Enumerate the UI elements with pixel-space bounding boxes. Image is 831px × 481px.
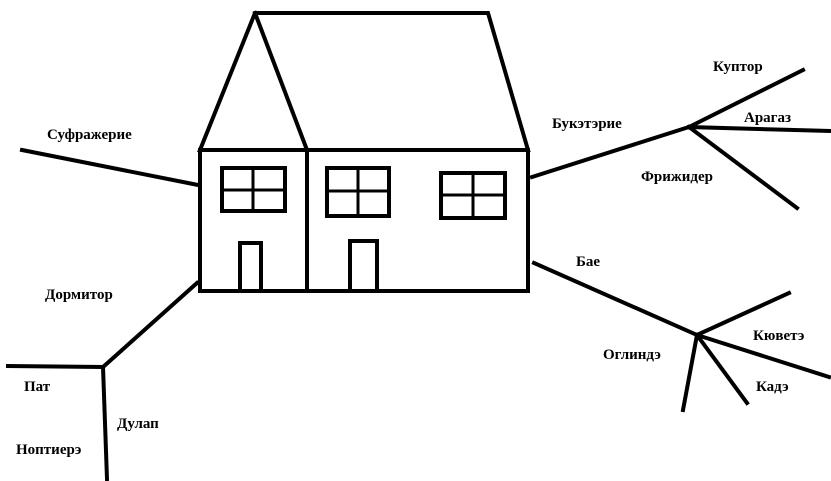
line-pat <box>5 363 106 370</box>
door-right <box>348 239 379 293</box>
label-dormitor: Дормитор <box>45 287 113 303</box>
label-frigider: Фрижидер <box>641 169 713 185</box>
line-baie-down <box>680 332 700 413</box>
line-dormitor <box>100 280 200 370</box>
label-cada: Кадэ <box>756 379 789 395</box>
line-cuveta <box>694 332 831 380</box>
house <box>197 10 531 293</box>
roof-gable-line <box>252 10 310 153</box>
window-middle <box>325 166 391 218</box>
line-cuptor <box>686 67 806 130</box>
line-sufrazherie <box>19 147 201 188</box>
label-pat: Пат <box>24 379 51 395</box>
house-roof <box>197 11 531 152</box>
label-oglinda: Оглиндэ <box>603 347 661 363</box>
label-aragaz: Арагаз <box>744 110 791 126</box>
line-aragaz <box>686 124 831 134</box>
line-oglinda <box>694 290 792 338</box>
label-bucatarie: Букэтэрие <box>552 116 622 132</box>
window-left <box>220 166 287 213</box>
branch-lines <box>5 67 831 481</box>
line-bucatarie <box>529 124 692 180</box>
line-dulap <box>100 364 110 481</box>
line-frigider <box>686 124 800 211</box>
line-cada <box>694 332 750 406</box>
labels: Суфражерие Дормитор Пат Ноптиерэ Дулап Б… <box>16 59 804 458</box>
label-cuveta: Кюветэ <box>753 328 804 344</box>
label-dulap: Дулап <box>117 416 159 432</box>
label-cuptor: Куптор <box>713 59 763 75</box>
window-right <box>439 171 507 220</box>
label-sufrazherie: Суфражерие <box>47 127 132 143</box>
label-baie: Бае <box>576 254 600 270</box>
label-noptiere: Ноптиерэ <box>16 442 81 458</box>
line-baie <box>531 260 700 338</box>
door-left <box>238 241 263 293</box>
